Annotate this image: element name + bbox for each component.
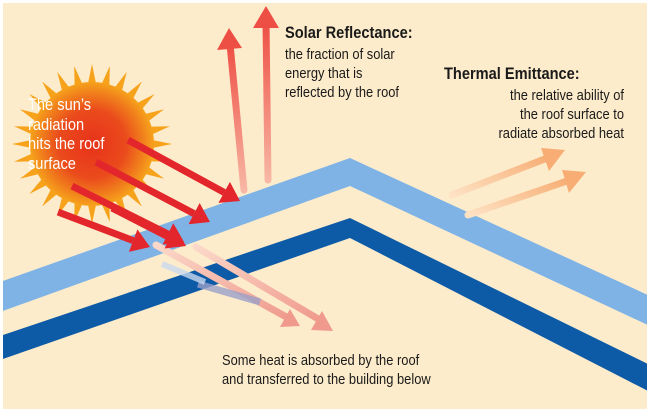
incoming-arrowhead [128,229,150,252]
roof-lower-layer [0,209,650,412]
incoming-arrow-shaft [110,204,172,241]
thermal-emittance-line: the roof surface to [520,106,624,123]
absorbed-arrow-1 [152,241,294,323]
sun-ray [12,139,35,149]
emitted-arrow-1 [464,176,574,219]
absorbed-arrowhead-1 [280,309,300,327]
emitted-arrowhead-2 [541,148,565,171]
incoming-arrow-shaft [126,136,226,196]
thermal-emittance-line: radiate absorbed heat [498,125,624,142]
solar-reflectance-description: the fraction of solar energy that is ref… [285,45,418,102]
reflected-arrow-1 [226,40,248,194]
thermal-emittance-line: the relative ability of [509,87,624,104]
sun-ray [87,64,97,87]
thermal-emittance-description: the relative ability of the roof surface… [434,86,624,143]
sun-ray [87,201,97,224]
thermal-emittance-title: Thermal Emittance: [444,64,580,83]
absorbed-arrow-2 [192,243,324,324]
incoming-radiation-arrows [56,136,240,252]
incoming-arrowhead [164,227,186,249]
absorbed-arrow-band-mark [197,280,261,306]
absorbed-arrow-band-mark-2 [160,261,207,285]
roof-dark-band [0,218,650,392]
incoming-arrow-shaft [56,208,135,244]
reflected-arrows [217,6,279,194]
absorbed-heat-arrows [152,241,333,331]
incoming-arrowhead [218,181,240,203]
absorbed-arrowhead-2 [311,311,333,331]
absorbed-line: and transferred to the building below [222,371,431,388]
emitted-arrows [448,148,586,219]
sun-caption: The sun’s radiation hits the roof surfac… [28,95,105,173]
solar-reflectance-line: reflected by the roof [285,84,400,101]
emitted-arrow-2 [448,153,554,199]
absorbed-line: Some heat is absorbed by the roof [222,352,420,369]
solar-reflectance-line: the fraction of solar [285,46,395,63]
reflected-arrowhead-2 [253,6,279,28]
sun-ray [149,139,172,149]
incoming-arrowhead [188,202,210,225]
incoming-arrow-shaft [94,158,196,217]
emitted-arrowhead-1 [562,170,586,193]
solar-reflectance-title: Solar Reflectance: [285,23,413,42]
absorbed-heat-caption: Some heat is absorbed by the roof and tr… [222,351,465,389]
solar-reflectance-line: energy that is [285,65,363,82]
reflected-arrow-2 [262,18,272,184]
reflected-arrowhead-1 [217,28,242,50]
